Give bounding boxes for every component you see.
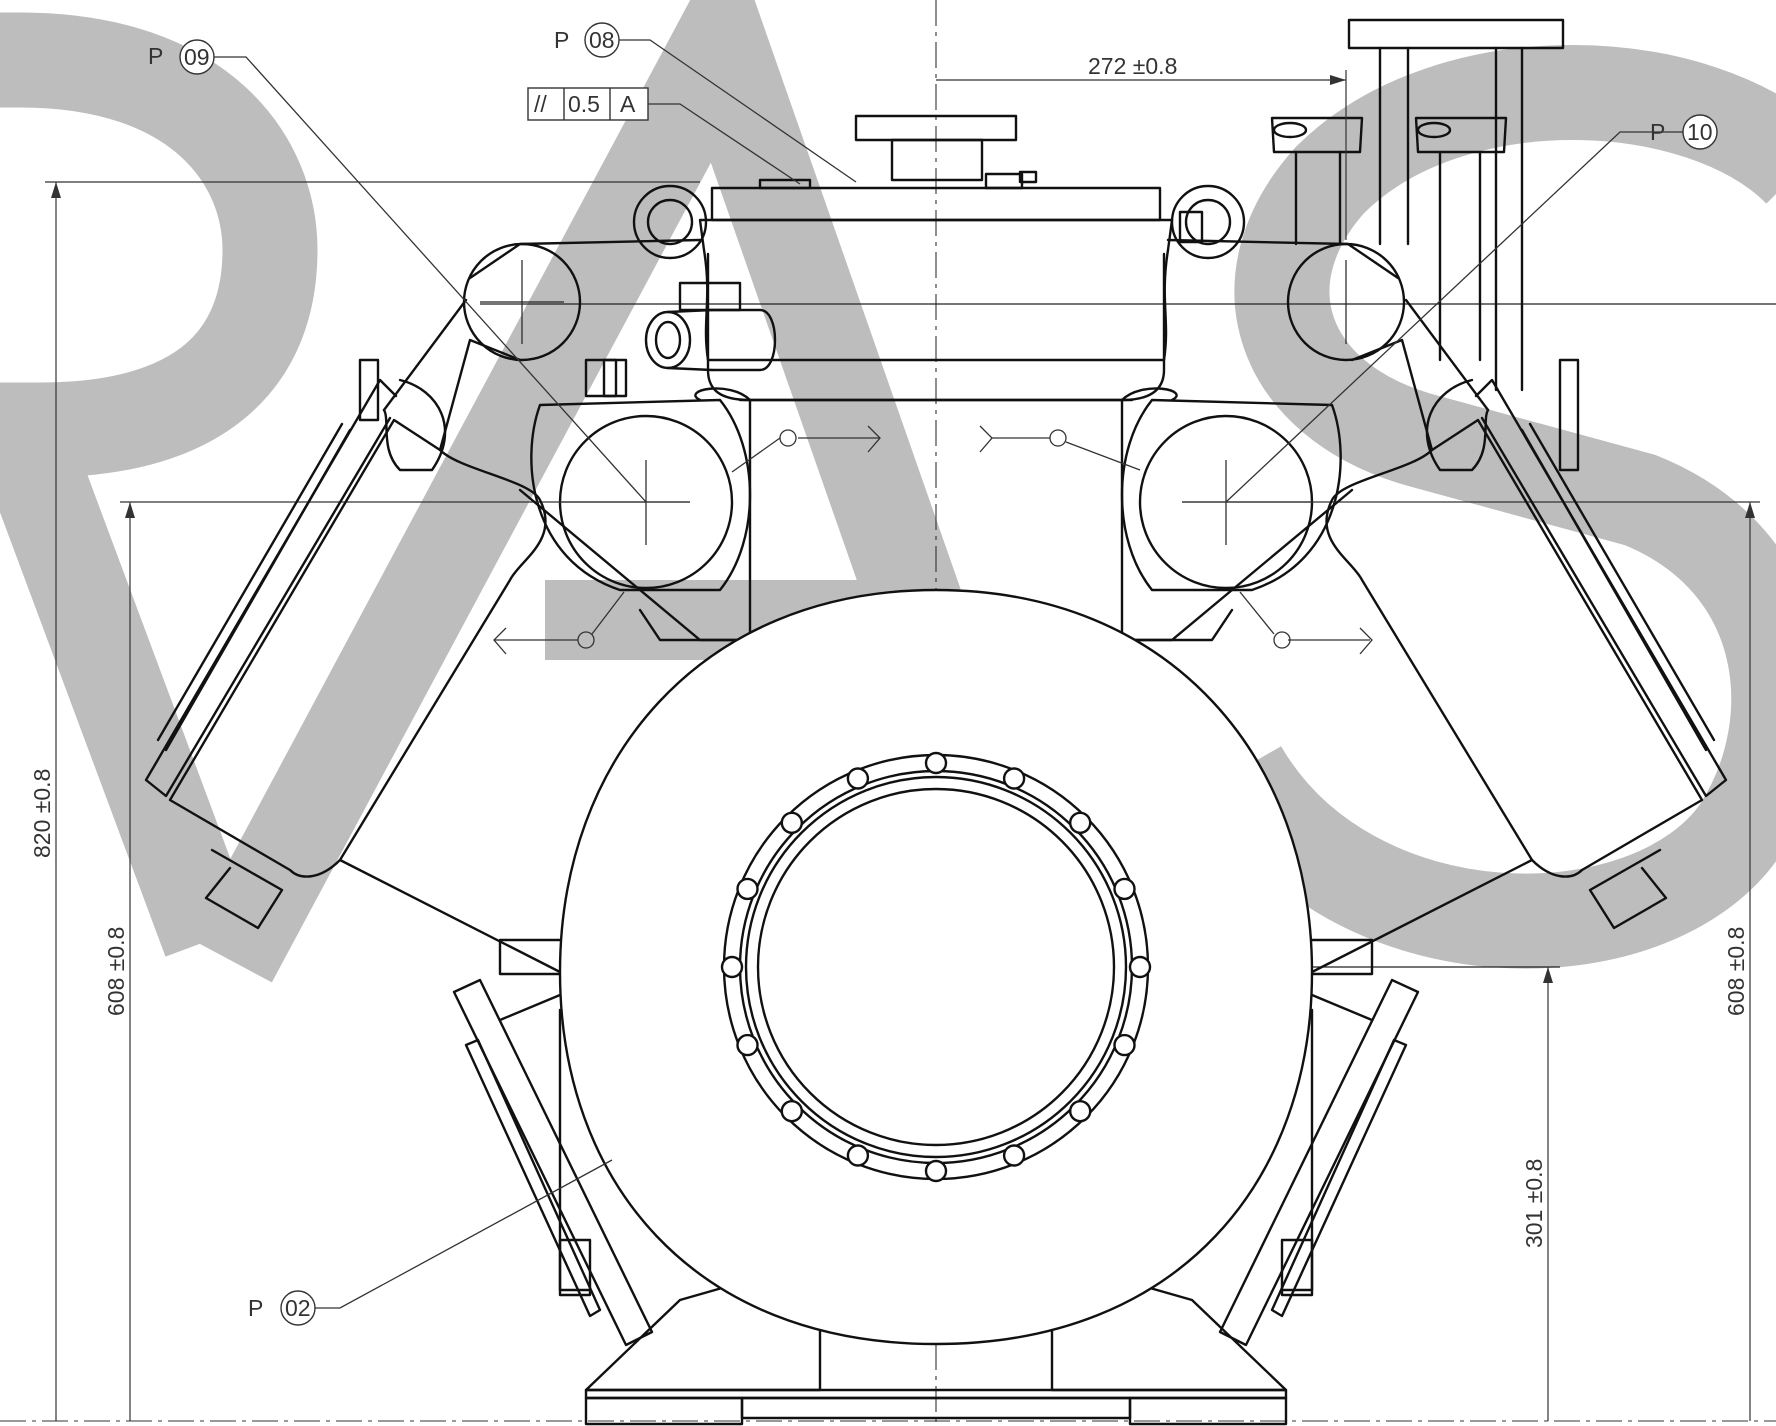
dim-820: 820 ±0.8 bbox=[29, 769, 55, 858]
weld-symbols bbox=[493, 425, 1373, 655]
bolt-hole bbox=[1068, 1099, 1092, 1123]
bolt-hole bbox=[1113, 1033, 1136, 1057]
pivot-bosses bbox=[120, 398, 1760, 592]
callout-p02-number: 02 bbox=[285, 1295, 311, 1321]
tolerance-value: 0.5 bbox=[568, 91, 600, 117]
dim-272: 272 ±0.8 bbox=[1088, 53, 1177, 79]
bolt-hole bbox=[924, 1159, 948, 1183]
svg-text:P: P bbox=[148, 43, 163, 69]
tolerance-symbol: // bbox=[534, 91, 547, 117]
callout-p09: P 09 bbox=[148, 39, 647, 503]
bolt-hole bbox=[720, 955, 744, 979]
svg-text:P: P bbox=[248, 1295, 263, 1321]
bolt-hole bbox=[780, 811, 803, 834]
dim-608-left: 608 ±0.8 bbox=[103, 927, 129, 1016]
callout-p08-number: 08 bbox=[589, 27, 615, 53]
bolt-hole bbox=[924, 751, 948, 775]
tolerance-datum: A bbox=[620, 91, 636, 117]
dim-301: 301 ±0.8 bbox=[1521, 1159, 1547, 1248]
bolt-hole bbox=[1002, 1144, 1026, 1167]
callout-p02: P 02 bbox=[248, 1159, 613, 1326]
main-drum bbox=[558, 588, 1314, 1346]
bolt-hole bbox=[846, 1144, 870, 1167]
bolt-hole bbox=[1068, 811, 1092, 834]
dim-608-right: 608 ±0.8 bbox=[1723, 927, 1749, 1016]
lower-brackets bbox=[452, 978, 1420, 1347]
callout-p08: P 08 bbox=[554, 22, 857, 183]
right-top-posts bbox=[1270, 18, 1565, 392]
bolt-hole bbox=[736, 877, 759, 901]
tolerance-frame: // 0.5 A bbox=[527, 87, 801, 185]
bolt-hole bbox=[1002, 767, 1026, 790]
bolt-hole bbox=[780, 1099, 803, 1123]
callout-p10-number: 10 bbox=[1687, 119, 1713, 145]
svg-text:P: P bbox=[554, 27, 569, 53]
top-housing bbox=[632, 114, 1246, 362]
dimension-lines bbox=[45, 70, 1755, 1421]
bolt-hole bbox=[1128, 955, 1152, 979]
callout-p10: P 10 bbox=[1225, 114, 1718, 503]
right-arm bbox=[1108, 298, 1728, 976]
flange-bolt-holes bbox=[720, 751, 1152, 1183]
bolt-hole bbox=[736, 1033, 759, 1057]
callout-p09-number: 09 bbox=[184, 44, 210, 70]
left-arm bbox=[144, 298, 764, 976]
bolt-hole bbox=[1113, 877, 1136, 901]
left-tee-fitting bbox=[584, 281, 777, 398]
bolt-hole bbox=[846, 767, 870, 790]
